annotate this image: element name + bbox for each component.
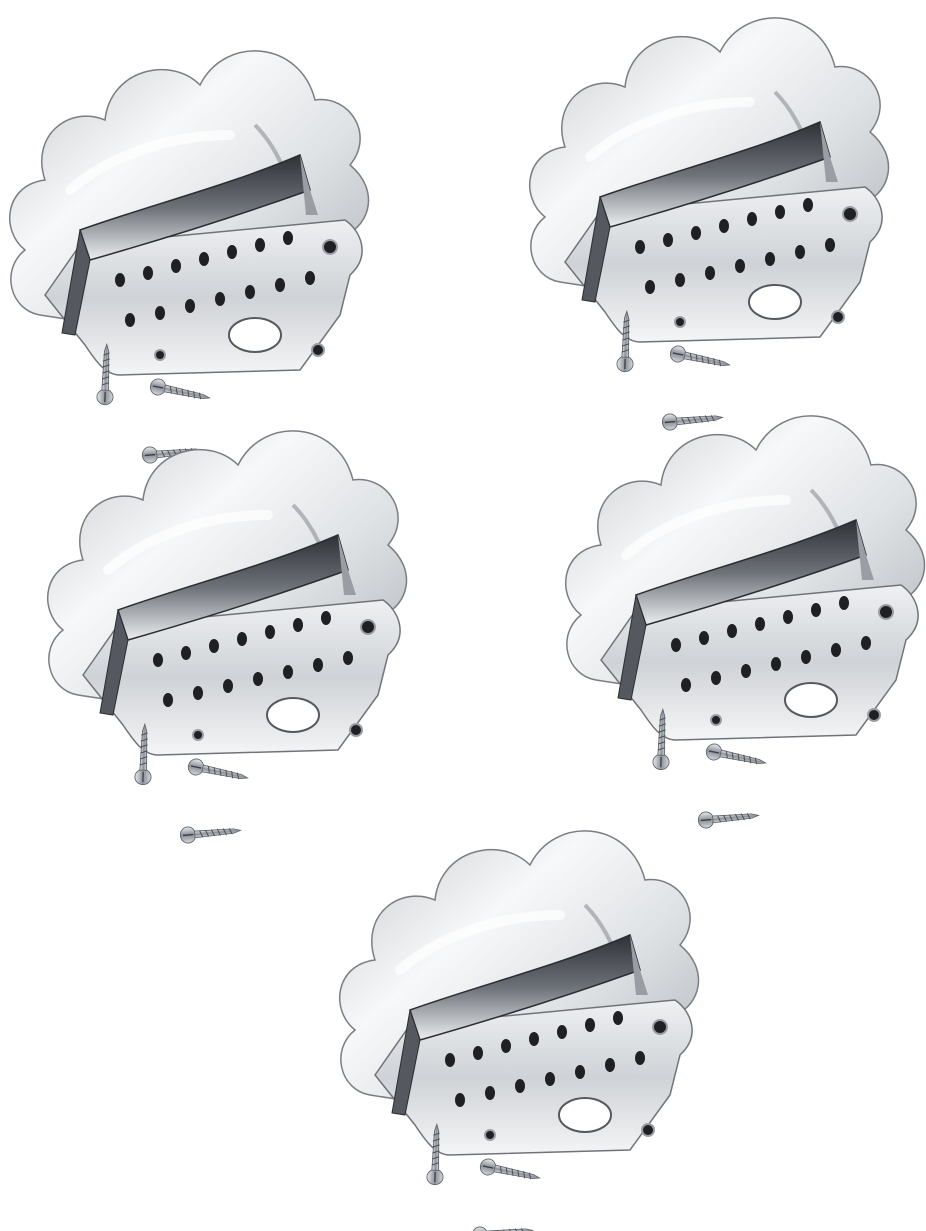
tailpiece-illustration	[0, 15, 380, 435]
tailpiece-set-top-left	[0, 15, 380, 435]
tailpiece-set-middle-left	[38, 395, 418, 815]
tailpiece-illustration	[556, 380, 926, 800]
tailpiece-set-bottom-center	[330, 795, 710, 1215]
tailpiece-set-middle-right	[556, 380, 926, 800]
tailpiece-illustration	[38, 395, 418, 815]
tailpiece-illustration	[330, 795, 710, 1215]
tailpiece-set-top-right	[520, 0, 900, 402]
tailpiece-illustration	[520, 0, 900, 402]
